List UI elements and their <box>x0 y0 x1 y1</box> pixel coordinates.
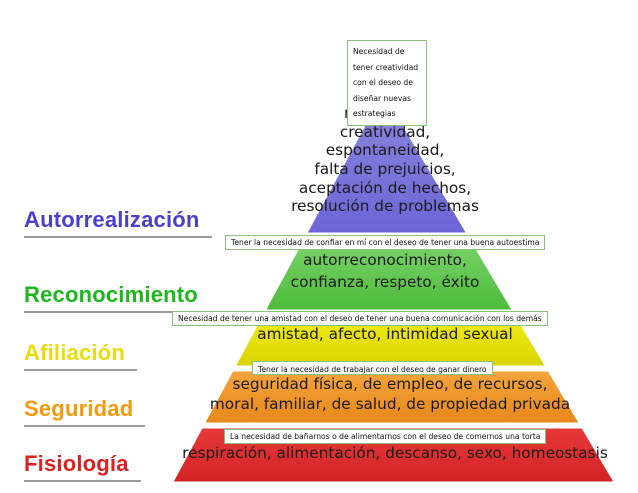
note-afiliacion: Necesidad de tener una amistad con el de… <box>172 311 548 327</box>
level-text-seguridad: seguridad física, de empleo, de recursos… <box>205 375 575 415</box>
category-label-autorrealizacion: Autorrealización <box>24 207 212 238</box>
level-text-afiliacion: amistad, afecto, intimidad sexual <box>235 325 535 344</box>
level-line: aceptación de hechos, <box>298 178 472 197</box>
level-line: respiración, alimentación, descanso, sex… <box>182 444 608 462</box>
note-fisiologia: La necesidad de bañarnos o de alimentarn… <box>224 429 547 445</box>
level-line: resolución de problemas <box>291 197 479 216</box>
level-line: falta de prejuicios, <box>314 159 456 178</box>
category-underline <box>24 236 212 238</box>
level-text-fisiologia: respiración, alimentación, descanso, sex… <box>180 444 610 463</box>
note-autorrealizacion: Necesidad de tener creatividad con el de… <box>347 40 427 126</box>
note-seguridad: Tener la necesidad de trabajar con el de… <box>252 361 493 375</box>
level-line: amistad, afecto, intimidad sexual <box>257 325 513 343</box>
category-underline <box>24 480 141 482</box>
level-line: seguridad física, de empleo, de recursos… <box>232 375 548 393</box>
note-reconocimiento: Tener la necesidad de confiar en mí con … <box>225 235 546 251</box>
category-underline <box>24 311 210 313</box>
category-label-reconocimiento: Reconocimiento <box>24 282 210 313</box>
category-label-afiliacion: Afiliación <box>24 340 138 371</box>
level-line: espontaneidad, <box>325 141 445 160</box>
category-label-seguridad: Seguridad <box>24 396 146 427</box>
level-line: confianza, respeto, éxito <box>290 273 480 292</box>
category-underline <box>24 369 138 371</box>
pyramid-layer-autorrealizacion <box>306 90 468 234</box>
level-line: moral, familiar, de salud, de propiedad … <box>209 394 571 413</box>
category-label-fisiologia: Fisiología <box>24 451 141 482</box>
level-line: creatividad, <box>339 122 431 141</box>
category-underline <box>24 425 146 427</box>
level-line: autorreconocimiento, <box>303 251 467 269</box>
level-text-reconocimiento: autorreconocimiento, confianza, respeto,… <box>255 249 515 293</box>
